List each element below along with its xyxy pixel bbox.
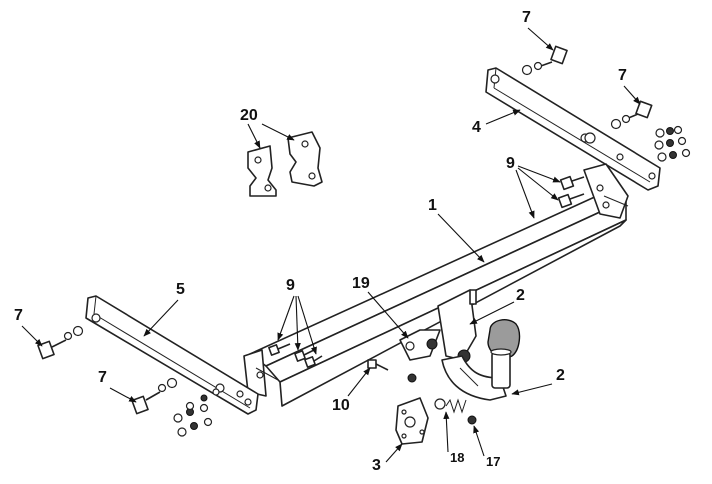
bolt-top-upper	[521, 45, 568, 76]
tow-ball-neck	[399, 289, 521, 401]
label-17: 17	[486, 454, 500, 469]
callout-4: 4	[472, 109, 521, 136]
callout-2-upper: 2	[469, 287, 525, 325]
callout-19: 19	[352, 275, 409, 339]
callout-9-right: 9	[506, 155, 561, 219]
label-2-upper: 2	[516, 287, 525, 304]
label-1: 1	[428, 197, 437, 214]
callout-7-right: 7	[618, 67, 641, 105]
label-3: 3	[372, 457, 381, 474]
callout-10: 10	[332, 367, 371, 414]
label-19: 19	[352, 275, 370, 292]
bolt-left-upper	[37, 325, 84, 360]
callout-7-top: 7	[522, 9, 554, 51]
bolts-9-right	[557, 175, 585, 209]
label-4: 4	[472, 119, 481, 136]
callout-17: 17	[473, 425, 500, 469]
callout-7-left-upper: 7	[14, 307, 43, 347]
bolt-top-right	[610, 100, 653, 130]
callout-1: 1	[428, 197, 485, 263]
bolt-left-lower	[131, 377, 178, 415]
label-7-top: 7	[522, 9, 531, 26]
label-9-left: 9	[286, 277, 295, 294]
label-7-right: 7	[618, 67, 627, 84]
callout-9-left: 9	[277, 277, 317, 355]
nut-cluster-left	[173, 388, 220, 437]
spacer-plates	[247, 131, 323, 197]
label-7-left-upper: 7	[14, 307, 23, 324]
callout-3: 3	[372, 443, 403, 474]
label-10: 10	[332, 397, 350, 414]
washer-spring-nut	[434, 398, 477, 425]
label-18: 18	[450, 450, 464, 465]
callout-20: 20	[240, 107, 295, 149]
left-side-bracket	[85, 295, 259, 415]
nut-cluster-right	[584, 125, 691, 162]
label-5: 5	[176, 281, 185, 298]
right-side-bracket	[485, 67, 661, 191]
callout-5: 5	[143, 281, 185, 337]
label-2-lower: 2	[556, 367, 565, 384]
label-9-right: 9	[506, 155, 515, 172]
bolt-10	[367, 359, 417, 383]
callout-7-left-lower: 7	[98, 369, 137, 403]
label-7-left-lower: 7	[98, 369, 107, 386]
label-20: 20	[240, 107, 258, 124]
callout-18: 18	[443, 411, 464, 465]
callout-2-lower: 2	[511, 367, 565, 396]
socket-plate	[395, 397, 429, 445]
